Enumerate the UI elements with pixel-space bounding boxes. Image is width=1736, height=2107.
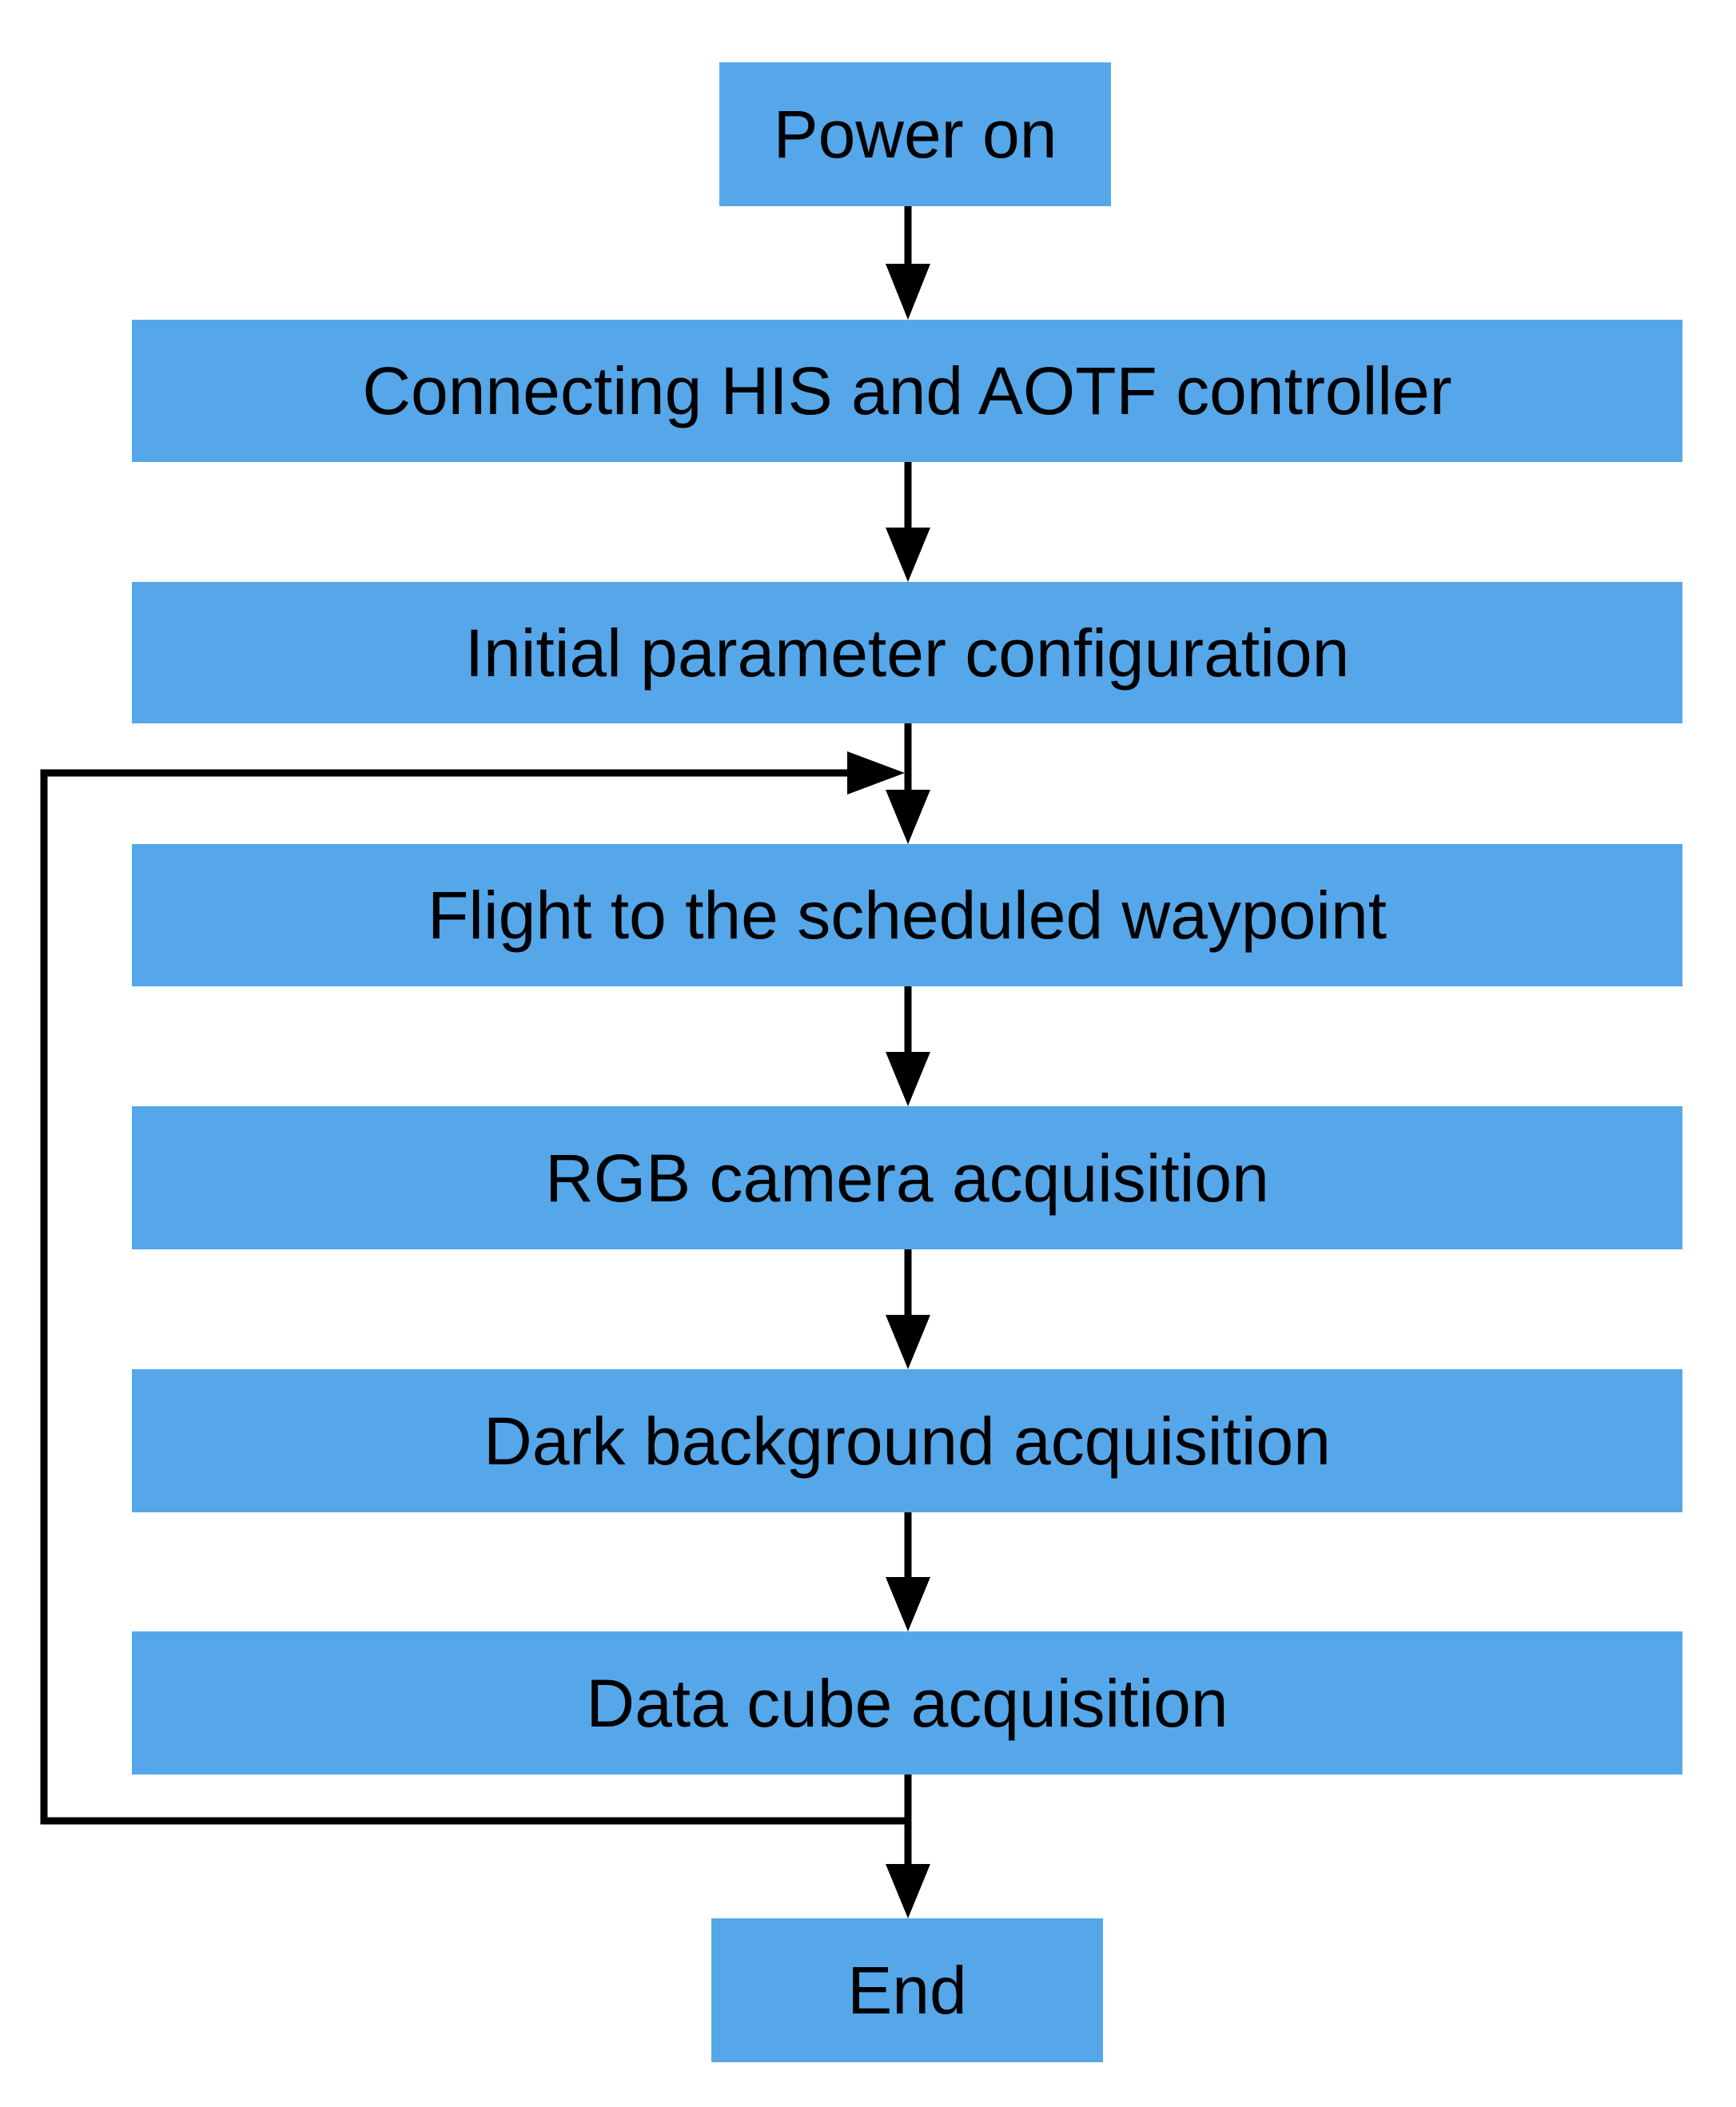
arrowhead-datacube — [886, 1577, 930, 1631]
step-rgb-acquisition: RGB camera acquisition — [132, 1106, 1682, 1249]
arrowhead-dark — [886, 1315, 930, 1369]
step-dark-acquisition: Dark background acquisition — [132, 1369, 1682, 1512]
arrowhead-connect — [886, 264, 930, 320]
arrowhead-loop — [847, 751, 905, 795]
step-flight: Flight to the scheduled waypoint — [132, 844, 1682, 986]
arrowhead-init — [886, 528, 930, 582]
arrowhead-end — [886, 1864, 930, 1918]
step-end-label: End — [847, 1953, 967, 2028]
loop-back-line — [40, 769, 908, 1825]
step-power-on: Power on — [719, 62, 1111, 206]
step-connecting: Connecting HIS and AOTF controller — [132, 320, 1682, 462]
step-connecting-label: Connecting HIS and AOTF controller — [362, 353, 1452, 428]
arrowhead-flight — [886, 790, 930, 844]
step-flight-label: Flight to the scheduled waypoint — [427, 878, 1388, 953]
step-dark-acquisition-label: Dark background acquisition — [484, 1403, 1331, 1479]
step-power-on-label: Power on — [773, 97, 1057, 172]
step-datacube-acquisition-label: Data cube acquisition — [586, 1665, 1228, 1741]
arrowhead-rgb — [886, 1052, 930, 1106]
step-initial-config: Initial parameter configuration — [132, 582, 1682, 723]
step-initial-config-label: Initial parameter configuration — [464, 615, 1350, 691]
step-end: End — [711, 1918, 1103, 2062]
step-rgb-acquisition-label: RGB camera acquisition — [545, 1140, 1269, 1216]
step-datacube-acquisition: Data cube acquisition — [132, 1631, 1682, 1774]
